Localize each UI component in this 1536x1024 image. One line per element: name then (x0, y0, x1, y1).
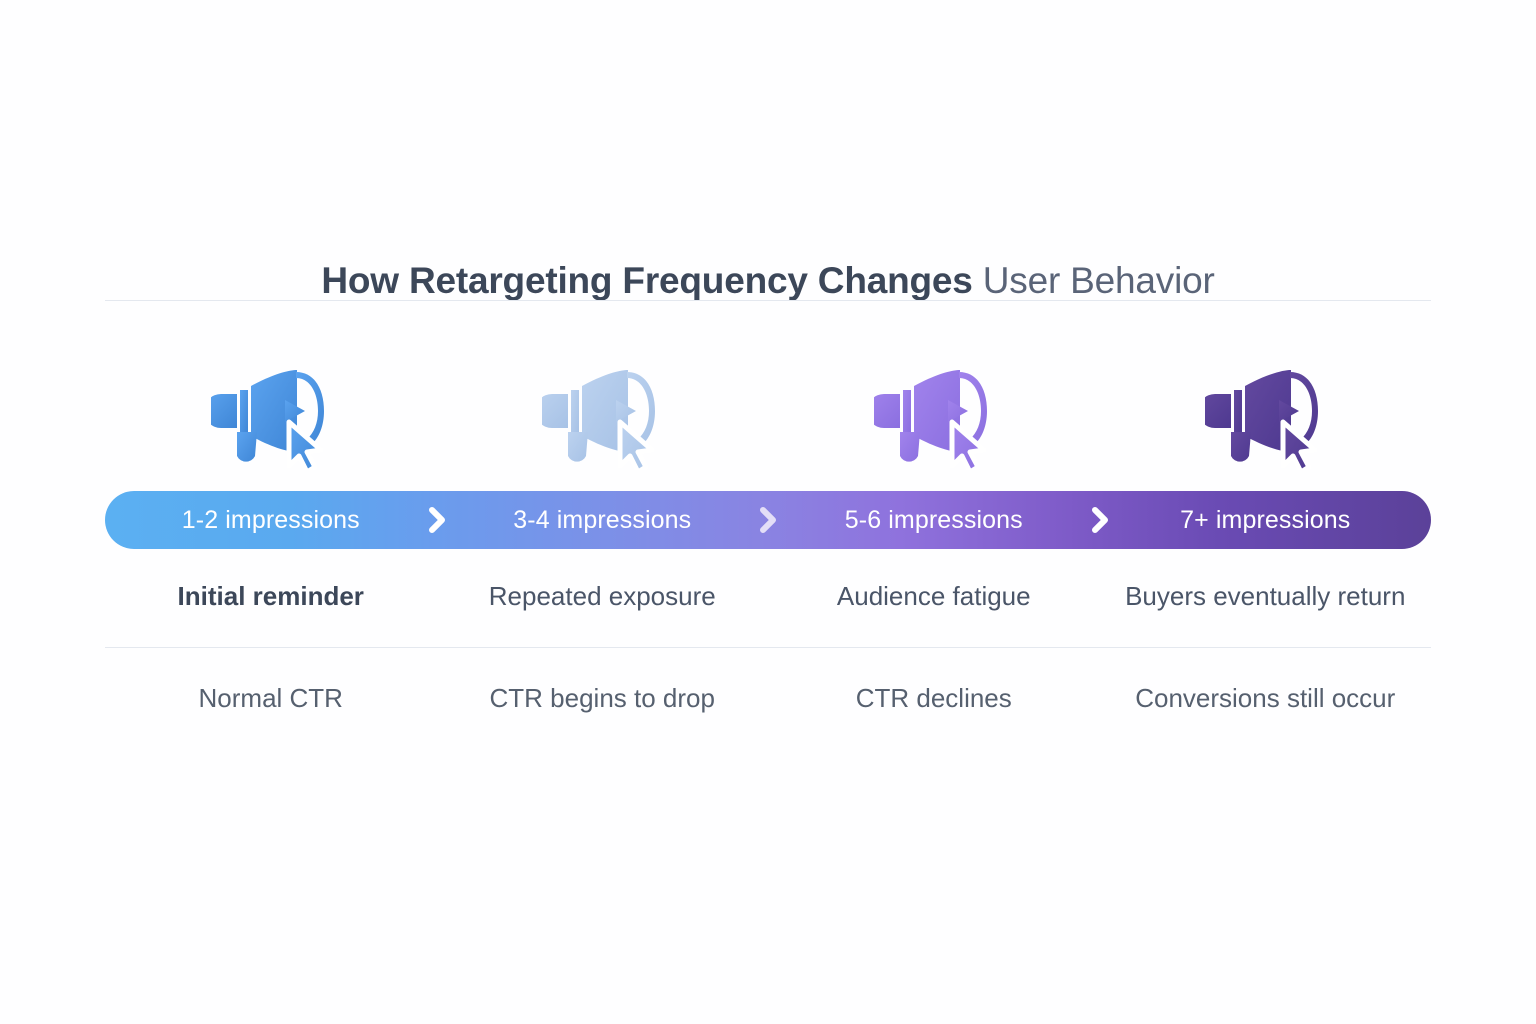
stage-caption: Repeated exposure (488, 581, 716, 611)
title-strong-part: How Retargeting Frequency Changes (321, 259, 973, 301)
stage-segment-4[interactable]: 7+ impressions (1100, 491, 1432, 549)
stage-segment-1[interactable]: 1-2 impressions (105, 491, 445, 549)
icon-cell (105, 352, 437, 477)
caption-row: Initial reminder Repeated exposure Audie… (105, 572, 1431, 620)
chevron-right-icon (426, 505, 448, 535)
detail-cell-1: Normal CTR (105, 674, 437, 722)
stage-column-2 (437, 352, 769, 477)
detail-cell-2: CTR begins to drop (437, 674, 769, 722)
divider-top (105, 300, 1431, 301)
stage-column-4 (1100, 352, 1432, 477)
chevron-right-icon (1089, 505, 1111, 535)
caption-cell-4: Buyers eventually return (1100, 572, 1432, 620)
stage-caption: Audience fatigue (836, 581, 1031, 611)
divider-middle (105, 647, 1431, 648)
stage-detail: Conversions still occur (1135, 683, 1396, 713)
stage-label: 3-4 impressions (513, 505, 692, 534)
stage-segment-3[interactable]: 5-6 impressions (768, 491, 1108, 549)
caption-cell-2: Repeated exposure (437, 572, 769, 620)
stage-column-1 (105, 352, 437, 477)
detail-cell-4: Conversions still occur (1100, 674, 1432, 722)
stage-detail: CTR declines (855, 683, 1012, 713)
title-light-part: User Behavior (982, 259, 1215, 301)
detail-row: Normal CTR CTR begins to drop CTR declin… (105, 674, 1431, 722)
megaphone-cursor-icon (542, 369, 656, 470)
caption-cell-3: Audience fatigue (768, 572, 1100, 620)
icon-row (105, 352, 1431, 477)
stage-caption: Initial reminder (177, 581, 364, 611)
stage-label: 5-6 impressions (844, 505, 1023, 534)
chevron-right-icon (757, 505, 779, 535)
caption-cell-1: Initial reminder (105, 572, 437, 620)
stage-segment-2[interactable]: 3-4 impressions (437, 491, 776, 549)
page-title: How Retargeting Frequency Changes User B… (0, 257, 1536, 305)
stage-label: 7+ impressions (1180, 505, 1351, 534)
stage-detail: Normal CTR (198, 683, 343, 713)
frequency-stage-bar: 1-2 impressions 3-4 impressions 5-6 impr… (105, 491, 1431, 549)
icon-cell (1100, 352, 1432, 477)
stage-label: 1-2 impressions (181, 505, 360, 534)
icon-cell (437, 352, 769, 477)
megaphone-cursor-icon (873, 369, 987, 470)
stage-column-3 (768, 352, 1100, 477)
icon-cell (768, 352, 1100, 477)
stage-detail: CTR begins to drop (489, 683, 715, 713)
stage-caption: Buyers eventually return (1125, 581, 1406, 611)
megaphone-cursor-icon (210, 369, 324, 470)
megaphone-cursor-icon (1205, 369, 1319, 470)
detail-cell-3: CTR declines (768, 674, 1100, 722)
